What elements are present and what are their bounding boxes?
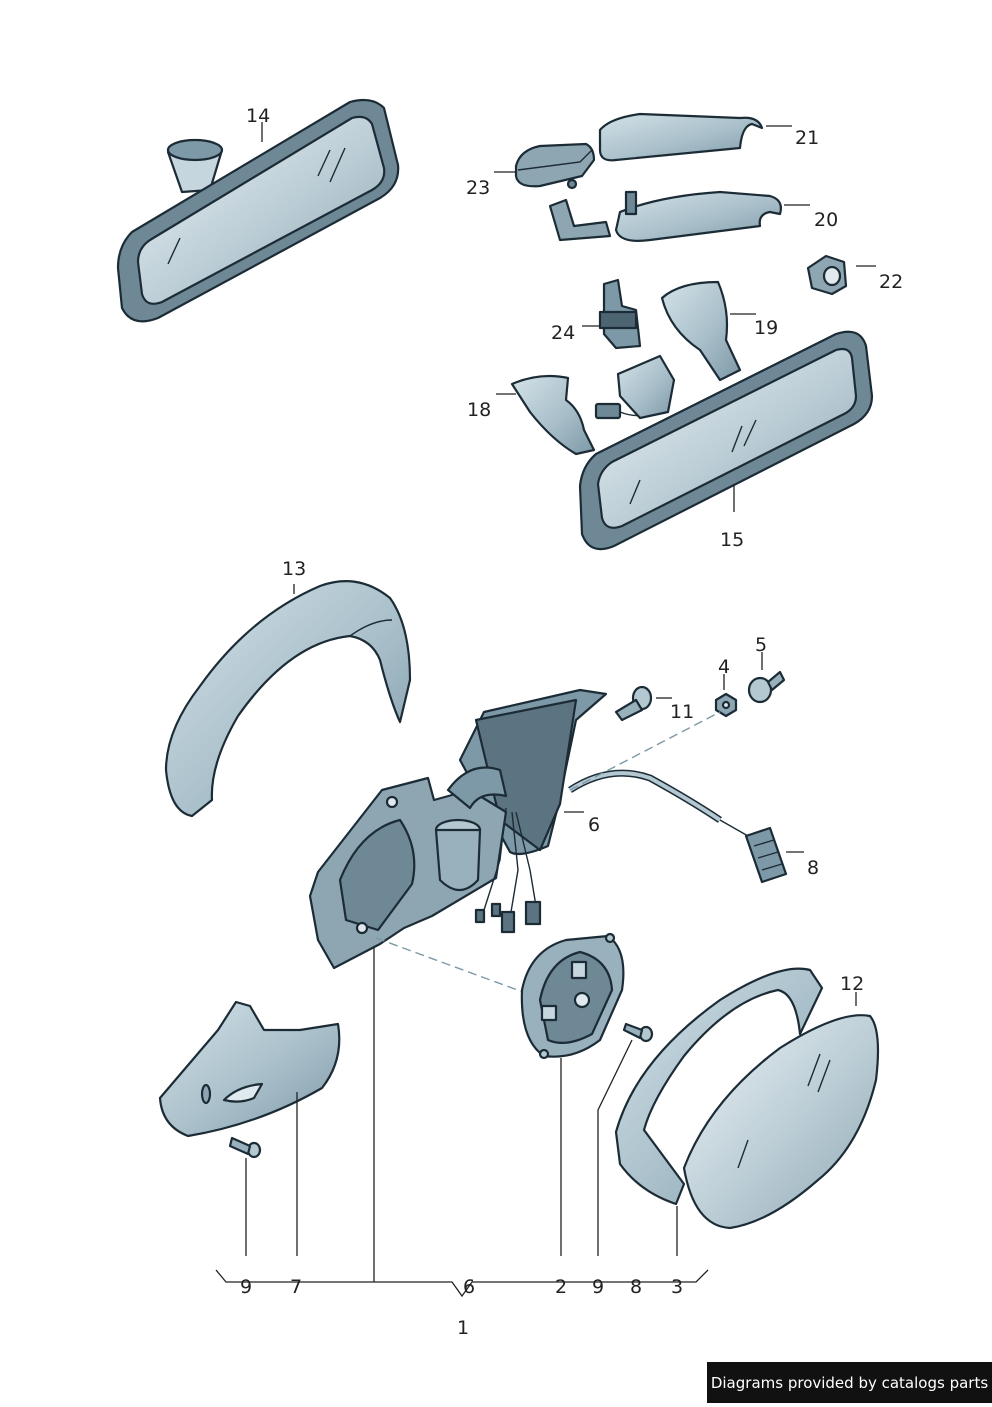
callout-4: 4 [718, 656, 730, 678]
bolt-11 [614, 685, 653, 722]
screw-9-right [622, 1022, 654, 1043]
assembly-callout-1: 1 [457, 1317, 469, 1339]
screw-9-left [228, 1136, 262, 1159]
credit-banner: Diagrams provided by catalogs parts [707, 1362, 992, 1403]
rearview-mirror-14 [116, 98, 400, 323]
callout-5: 5 [755, 634, 767, 656]
callout-21: 21 [795, 127, 819, 149]
bottom-callout-7: 7 [290, 1276, 302, 1298]
bottom-callout-6: 6 [463, 1276, 475, 1298]
cover-19 [660, 280, 742, 382]
cover-21 [598, 112, 764, 162]
mirror-frame-3 [614, 967, 824, 1206]
bottom-callout-9b: 9 [592, 1276, 604, 1298]
nut-4 [714, 692, 738, 718]
bottom-callout-9a: 9 [240, 1276, 252, 1298]
callout-numbers: 14 21 23 20 22 24 19 18 15 13 5 4 11 6 8… [240, 105, 903, 1339]
connector-8 [719, 819, 788, 884]
callout-19: 19 [754, 317, 778, 339]
axis-line-upper [569, 711, 721, 791]
callout-24: 24 [551, 322, 575, 344]
leader-lines [215, 122, 876, 1298]
housing-cap-13 [164, 580, 412, 818]
bottom-callout-3: 3 [671, 1276, 683, 1298]
rearview-mirror-15 [578, 330, 874, 551]
callout-6: 6 [588, 814, 600, 836]
callout-15: 15 [720, 529, 744, 551]
adjustment-motor-2 [520, 932, 625, 1060]
callout-20: 20 [814, 209, 838, 231]
callout-22: 22 [879, 271, 903, 293]
callout-18: 18 [467, 399, 491, 421]
cover-bracket-20 [548, 190, 782, 242]
bottom-callout-2: 2 [555, 1276, 567, 1298]
callout-12: 12 [840, 973, 864, 995]
trim-cover-18 [510, 374, 661, 456]
callout-14: 14 [246, 105, 270, 127]
callout-23: 23 [466, 177, 490, 199]
mirror-base-6 [308, 688, 722, 970]
callout-11: 11 [670, 701, 694, 723]
lower-cover-7 [158, 1000, 341, 1138]
connector-24 [598, 278, 642, 350]
clip-22 [806, 254, 848, 296]
callout-13: 13 [282, 558, 306, 580]
sensor-housing-23 [514, 142, 596, 190]
mirror-glass-12 [682, 1014, 880, 1230]
screw-5 [747, 670, 786, 704]
callout-8: 8 [807, 857, 819, 879]
bottom-callout-8: 8 [630, 1276, 642, 1298]
mount-base [616, 354, 676, 420]
